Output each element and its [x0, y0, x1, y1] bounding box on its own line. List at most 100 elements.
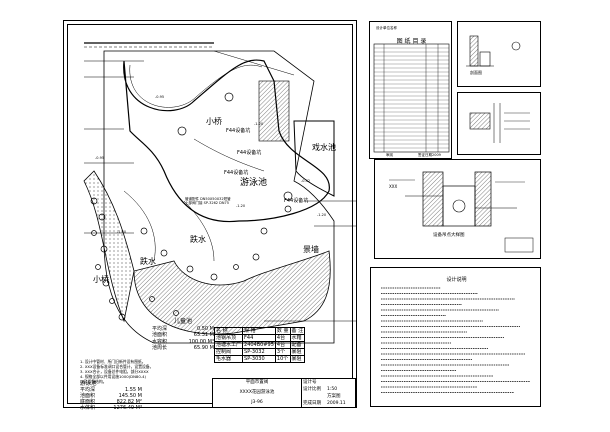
note-line: 1. 设计中管材、所门旧新件设有图纸。	[80, 359, 146, 364]
stat-key: 平均深	[80, 387, 96, 393]
pool-spec-note: 管道配件 DN50X50X32短管 上部阀门接 SP-3262 DN75	[185, 197, 231, 205]
swim-pool-stats-title: 游泳池	[80, 381, 97, 387]
elevation-label: -1.20	[317, 213, 327, 217]
title-block-client: 平面市置阀	[245, 380, 269, 385]
stat-row: 平均深 0.50 M	[152, 326, 214, 333]
pool-plan-drawing	[83, 42, 356, 344]
equipment-label-f44-center: F44设备坑	[224, 170, 249, 176]
elevation-label: -0.95	[95, 156, 105, 160]
stat-value: 100.00 M³	[188, 338, 214, 345]
stat-key: 池面积	[80, 393, 96, 399]
area-label-splash-center: 跌水	[190, 235, 206, 244]
title-block-designer-label: 设计号	[303, 380, 317, 385]
table-cell: 4台	[274, 341, 291, 349]
play-pool-stats: 儿童池 平均深 0.50 M 池面积 65.31 M 水容积 100.00 M³ 池周…	[152, 318, 214, 352]
table-cell: 10个	[274, 355, 291, 363]
table-cell: 2404B0#95	[242, 341, 276, 349]
play-pool-stats-title: 儿童池	[173, 318, 192, 325]
title-block-scale: 1:50	[327, 387, 338, 392]
title-block-scale-label: 设计比例	[303, 387, 321, 392]
directory-footer-left: 审阅	[386, 153, 393, 157]
equipment-label-f44-right: F44设备坑	[284, 198, 309, 204]
stat-key: 池周长	[152, 345, 168, 351]
title-block-stage: 方案图	[327, 394, 341, 399]
elevation-label: -1.20	[254, 122, 264, 126]
sheet-directory: 设计单位名称 图 纸 目 录 审阅 签证日期2009	[369, 21, 452, 159]
directory-footer-right: 签证日期2009	[418, 153, 441, 157]
table-cell: 配备	[289, 341, 306, 349]
stat-value: 145.50 M	[118, 393, 142, 399]
area-label-splash-left: 跌水	[140, 257, 156, 266]
equipment-detail-label: XXX	[389, 184, 398, 189]
area-label-pool: 游泳池	[240, 178, 268, 188]
elevation-label: -1.20	[236, 204, 246, 208]
sheet-detail-c: 设备吊点大样图 XXX	[374, 159, 541, 259]
table-cell: 池塘水工厂	[213, 341, 244, 349]
design-spec-title: 设计说明	[446, 277, 467, 283]
section-detail-drawing	[466, 35, 521, 67]
stat-key: 水容积	[152, 338, 168, 345]
area-label-play-pool: 戏水池	[312, 143, 336, 152]
stat-key: 平均深	[152, 325, 168, 332]
equipment-label-f44-mid: F44设备坑	[237, 150, 262, 156]
stat-key: 水体积	[80, 405, 96, 411]
elevation-label: -0.42	[301, 179, 311, 183]
sheet-detail-a: 剖面图	[457, 21, 541, 87]
title-block: 平面市置阀 XXXX花园游泳池 J3-96 设计号 设计比例 1:50 方案图 …	[212, 378, 356, 408]
table-cell: 4台	[274, 334, 291, 342]
table-row: 毛水器 SP-3030 10个 暴阻	[213, 355, 306, 363]
title-block-divider	[301, 379, 302, 407]
stat-value: 1.55 M	[124, 387, 142, 393]
table-row: 池钢吊顶 F44 4台 水箱	[213, 334, 306, 342]
table-row: 池塘水工厂 2404B0#95 4台 配备	[213, 341, 306, 349]
equipment-table: 名 称 规 格 数 量 备 注 池钢吊顶 F44 4台 水箱 池塘水工厂 240…	[213, 327, 306, 363]
title-block-date: 2009.11	[327, 401, 346, 406]
main-drawing-sheet: 小桥 游泳池 戏水池 跌水 跌水 小桥 景墙 F44设备坑 F44设备坑 F44…	[63, 20, 357, 411]
swim-pool-stats: 游泳池 平均深 1.55 M 池面积 145.50 M 底面积 822.82 M² 水…	[80, 381, 142, 411]
equipment-table-wrap: 名 称 规 格 数 量 备 注 池钢吊顶 F44 4台 水箱 池塘水工厂 240…	[213, 327, 306, 363]
equipment-detail-drawing	[469, 103, 530, 143]
stat-value: 0.50 M	[196, 325, 214, 332]
section-caption: 剖面图	[470, 70, 482, 75]
main-drawing-frame	[67, 24, 353, 404]
sheet-detail-b	[457, 92, 541, 155]
area-label-bridge-bottom: 小桥	[93, 275, 109, 284]
stat-key: 底面积	[80, 399, 96, 405]
note-line: 4. 规格全部以件用设施1000(DN80-4)	[80, 374, 147, 379]
stat-row: 水体积 1276.49 M³	[80, 405, 142, 411]
table-cell: F44	[242, 334, 276, 342]
stat-row: 水容积 100.00 M³	[152, 339, 214, 346]
stat-key: 池面积	[152, 332, 168, 338]
stat-value: 65.90 M	[193, 345, 214, 351]
stat-value: 65.31 M	[193, 332, 214, 338]
area-label-landscape-wall: 景墙	[303, 245, 319, 254]
design-notes: 1. 设计中管材、所门旧新件设有图纸。 2. XXX设备标准调口设合管计，设置设…	[80, 359, 172, 384]
stat-row: 池周长 65.90 M	[152, 345, 214, 352]
table-header-cell: 数 量	[274, 327, 291, 335]
table-cell: SP-3032	[242, 348, 276, 356]
stat-value: 822.82 M²	[116, 399, 142, 405]
table-cell: 毛水器	[213, 355, 244, 363]
table-header-row: 名 称 规 格 数 量 备 注	[213, 327, 306, 335]
table-cell: 3个	[274, 348, 291, 356]
table-header-cell: 规 格	[242, 327, 276, 335]
directory-table-grid	[373, 43, 450, 153]
title-block-date-label: 完成日期	[303, 401, 321, 406]
note-line: 3. XXX合计，设备总件电阻，部分XXXX	[80, 369, 149, 374]
directory-title: 图 纸 目 录	[396, 38, 427, 45]
elevation-label: -0.95	[155, 95, 165, 99]
equipment-pit-detail-drawing	[389, 171, 534, 253]
elevation-label: -1.40	[117, 230, 127, 234]
note-line: 2. XXX设备标准调口设合管计，设置设备。	[80, 364, 154, 369]
title-block-project: XXXX花园游泳池	[239, 390, 275, 395]
table-cell: 控制阀	[213, 348, 244, 356]
table-cell: 暴阻	[289, 348, 306, 356]
stat-value: 1276.49 M³	[113, 405, 142, 411]
table-cell: 暴阻	[289, 355, 306, 363]
table-header-cell: 备 注	[289, 327, 306, 335]
stat-row: 平均深 1.55 M	[80, 387, 142, 393]
equipment-label-f44-top: F44设备坑	[226, 128, 251, 134]
directory-header-label: 设计单位名称	[376, 26, 397, 30]
table-row: 控制阀 SP-3032 3个 暴阻	[213, 348, 306, 356]
title-block-drawing-no: J3-96	[251, 400, 263, 405]
